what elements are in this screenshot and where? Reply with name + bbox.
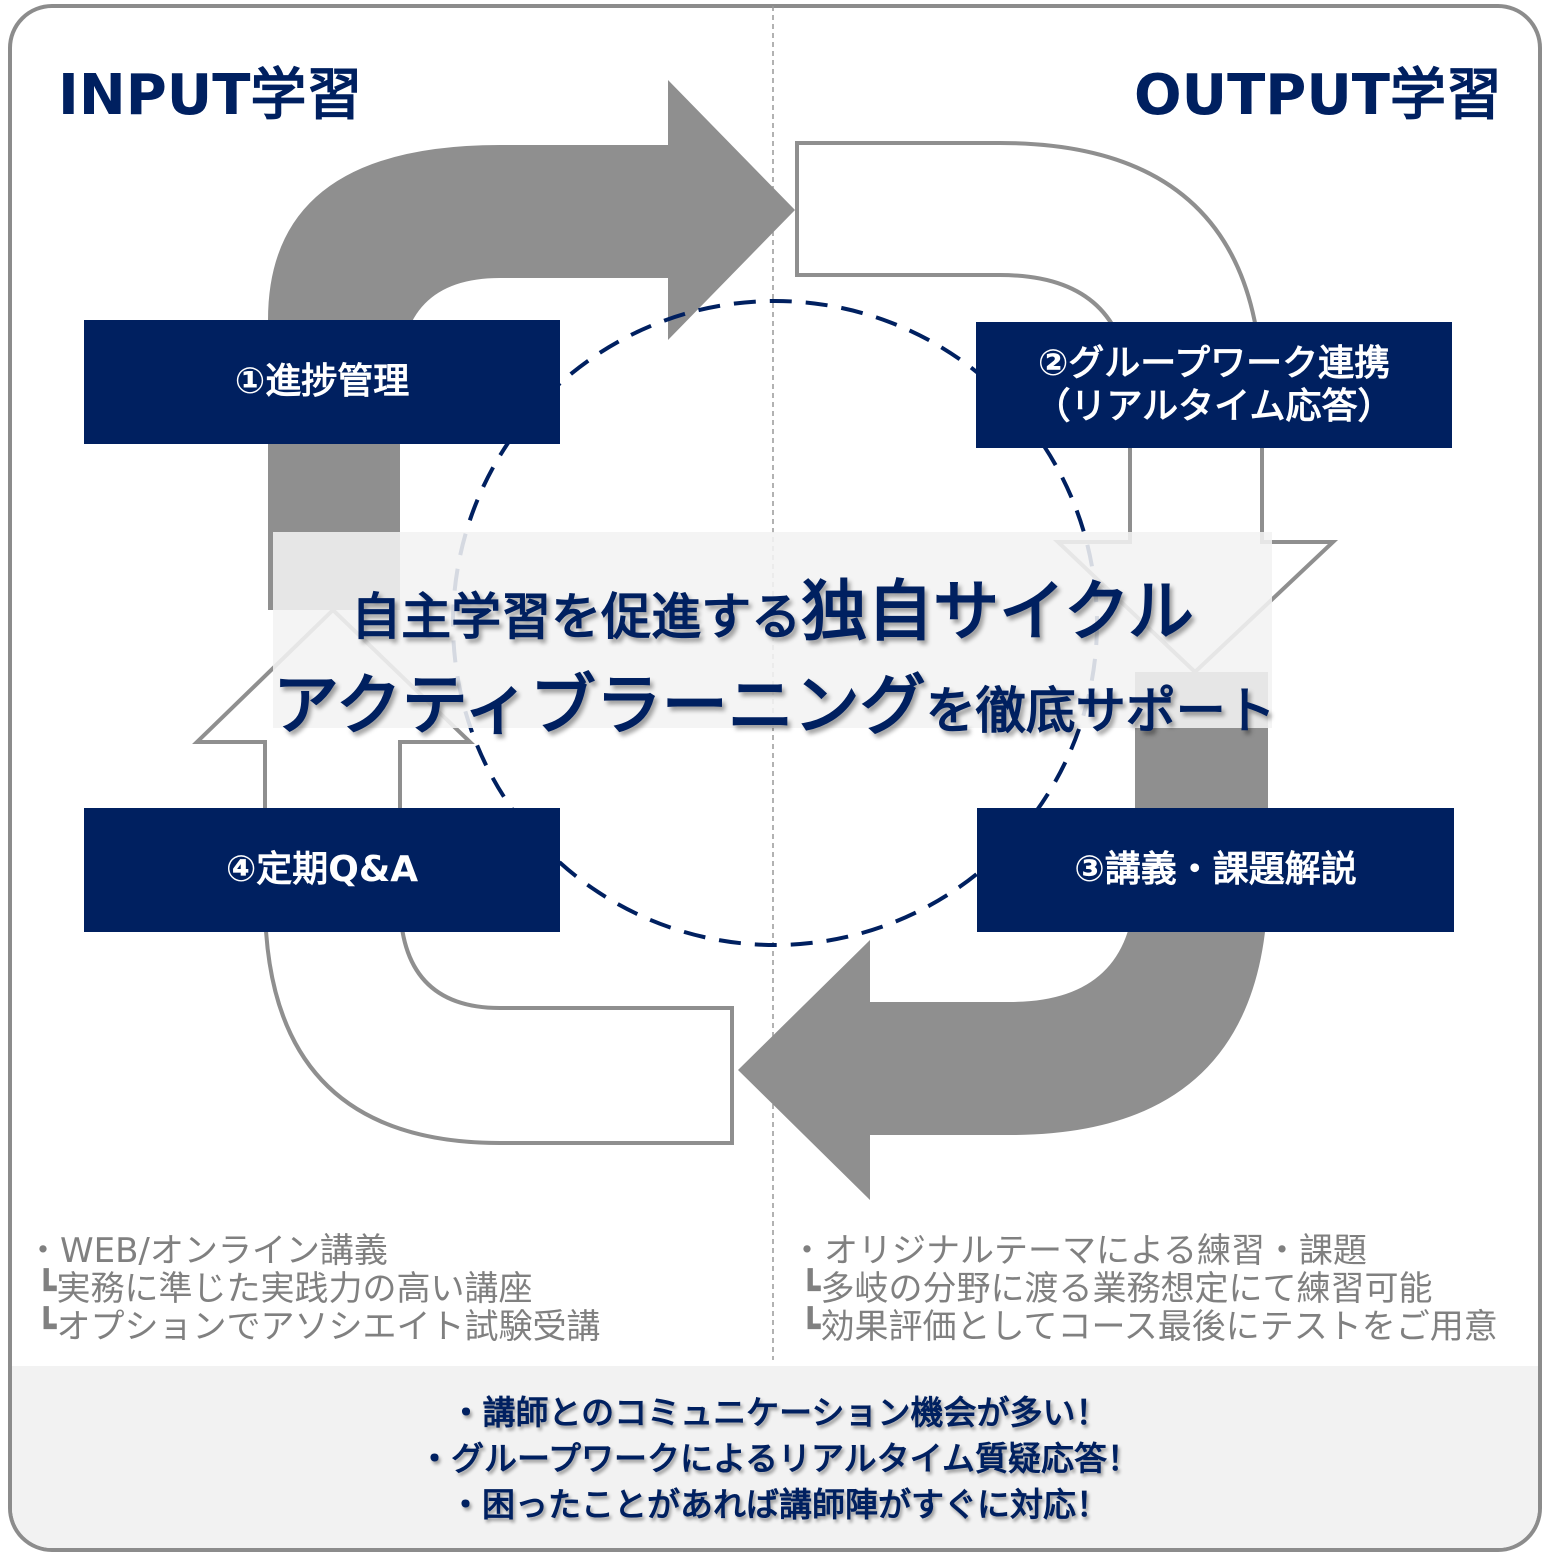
arrow-input-to-output-icon bbox=[268, 80, 795, 610]
arrow-output-to-input-icon bbox=[738, 672, 1268, 1200]
step-label: ③講義・課題解説 bbox=[1074, 849, 1357, 891]
step-regular-qa: ④定期Q&A bbox=[84, 808, 560, 932]
step-label: ②グループワーク連携 bbox=[1037, 342, 1391, 384]
banner-emphasis: アクティブラーニング bbox=[273, 667, 926, 744]
list-item: ┗多岐の分野に渡る業務想定にて練習可能 bbox=[800, 1269, 1433, 1309]
list-item: ・WEB/オンライン講義 bbox=[26, 1231, 388, 1271]
list-item: ┗実務に準じた実践力の高い講座 bbox=[36, 1269, 533, 1309]
highlights-panel bbox=[12, 1366, 1538, 1548]
step-label: ④定期Q&A bbox=[225, 849, 419, 891]
highlight-item: ・困ったことがあれば講師陣がすぐに対応！ bbox=[449, 1485, 1109, 1524]
center-banner: 自主学習を促進する独自サイクル アクティブラーニングを徹底サポート bbox=[273, 532, 1276, 744]
list-item: ・オリジナルテーマによる練習・課題 bbox=[790, 1231, 1367, 1271]
output-title: OUTPUT学習 bbox=[1134, 63, 1502, 128]
list-item: ┗オプションでアソシエイト試験受講 bbox=[36, 1307, 601, 1347]
step-label-sub: （リアルタイム応答） bbox=[1034, 386, 1394, 427]
output-list: ・オリジナルテーマによる練習・課題 ┗多岐の分野に渡る業務想定にて練習可能 ┗効… bbox=[790, 1232, 1498, 1346]
banner-text: 自主学習を促進する bbox=[351, 588, 802, 646]
highlight-item: ・グループワークによるリアルタイム質疑応答！ bbox=[417, 1439, 1141, 1478]
step-group-work: ②グループワーク連携（リアルタイム応答） bbox=[976, 322, 1452, 448]
step-label: ①進捗管理 bbox=[234, 361, 410, 403]
input-list: ・WEB/オンライン講義 ┗実務に準じた実践力の高い講座 ┗オプションでアソシエ… bbox=[26, 1232, 600, 1346]
list-item: ┗効果評価としてコース最後にテストをご用意 bbox=[800, 1307, 1498, 1347]
input-title: INPUT学習 bbox=[58, 63, 363, 128]
banner-emphasis: 独自サイクル bbox=[801, 573, 1194, 650]
step-progress-management: ①進捗管理 bbox=[84, 320, 560, 444]
step-lecture-explanation: ③講義・課題解説 bbox=[977, 808, 1454, 932]
highlights: ・講師とのコミュニケーション機会が多い！ ・グループワークによるリアルタイム質疑… bbox=[0, 1390, 1558, 1528]
banner-text: を徹底サポート bbox=[925, 682, 1276, 740]
highlight-item: ・講師とのコミュニケーション機会が多い！ bbox=[449, 1393, 1109, 1432]
